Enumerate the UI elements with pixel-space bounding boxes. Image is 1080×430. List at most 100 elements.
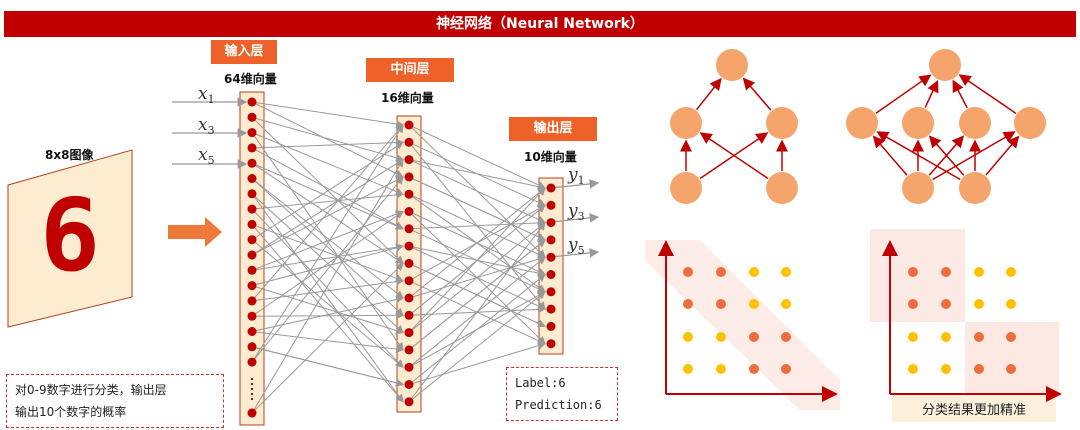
scatter-point [716, 364, 726, 374]
edge [251, 295, 404, 332]
scatter-point [1006, 364, 1016, 374]
edge [251, 193, 404, 334]
caption: 分类结果更加精准 [922, 403, 1026, 418]
output-y1: y1 [567, 165, 585, 187]
input-x1: x1 [198, 84, 215, 106]
edge [251, 158, 404, 414]
edge [408, 187, 546, 333]
input-node [247, 189, 257, 199]
scatter-point [716, 299, 726, 309]
scatter-point [974, 299, 984, 309]
output-node [546, 304, 556, 314]
edge [251, 141, 404, 241]
scatter-point [941, 267, 951, 277]
scatter-point [941, 332, 951, 342]
input-layer-tag: 输入层 [211, 40, 277, 64]
graph-node [716, 49, 748, 81]
input-node [247, 128, 257, 138]
image-label: 8x8图像 [45, 148, 94, 162]
edge [408, 176, 546, 241]
scatter-point [781, 364, 791, 374]
graph-edge [699, 132, 769, 180]
scatter-point [908, 299, 918, 309]
input-node [247, 174, 257, 183]
graph-edge [985, 135, 1020, 176]
input-x5: x5 [198, 145, 215, 167]
input-node [247, 97, 257, 107]
graph-edge [695, 77, 722, 111]
input-node [247, 158, 257, 168]
hidden-node [404, 397, 414, 407]
edge [408, 159, 546, 191]
edge [251, 132, 404, 196]
input-node [247, 296, 257, 306]
output-node [546, 252, 556, 262]
output-node [546, 287, 556, 297]
title-banner: 神经网络（Neural Network） [4, 11, 1076, 37]
edge [408, 159, 546, 224]
hidden-node [404, 224, 414, 234]
note-line1: 对0-9数字进行分类，输出层 [15, 383, 167, 397]
scatter-point [749, 364, 759, 374]
edge [408, 218, 546, 230]
scatter-point [781, 267, 791, 277]
scatter-point [908, 332, 918, 342]
edge [251, 147, 404, 230]
graph-node [902, 172, 934, 204]
edge [251, 162, 404, 230]
edge [251, 244, 404, 287]
edge [251, 210, 404, 271]
note-line2: 输出10个数字的概率 [15, 405, 127, 419]
edge [408, 273, 546, 385]
hidden-node [404, 293, 414, 303]
graph-node [902, 107, 934, 139]
output-node [546, 339, 556, 349]
input-node [247, 357, 257, 367]
graph-edge [924, 79, 939, 108]
scatter-point [908, 267, 918, 277]
scatter-point [1006, 299, 1016, 309]
edge [408, 239, 546, 351]
edge [408, 187, 546, 299]
input-node [247, 281, 257, 291]
image-panel [7, 149, 133, 328]
hidden-node [404, 345, 414, 355]
diagonal-region [645, 240, 840, 410]
input-dim: 64维向量 [224, 72, 277, 86]
input-node [247, 112, 257, 122]
edge [251, 223, 404, 283]
edge [251, 176, 404, 363]
input-node [247, 204, 257, 214]
scatter-point [716, 267, 726, 277]
edge [408, 221, 546, 403]
result-box: Label:6 Prediction:6 [506, 367, 618, 421]
graph-edge [875, 74, 932, 114]
output-layer-tag: 输出层 [509, 117, 597, 141]
edge [251, 210, 404, 317]
region-top-left [870, 229, 965, 322]
digit-six: 6 [40, 177, 100, 294]
output-dim: 10维向量 [524, 150, 577, 164]
input-node [247, 219, 257, 229]
graph-node [766, 107, 798, 139]
scatter-point [749, 332, 759, 342]
classification-note: 对0-9数字进行分类，输出层 输出10个数字的概率 [6, 374, 224, 428]
input-node [247, 235, 257, 245]
input-node [247, 265, 257, 275]
graph-edge [876, 131, 961, 181]
hidden-node [404, 189, 414, 199]
prediction-text: Prediction:6 [515, 398, 602, 412]
edge [251, 138, 404, 149]
scatter-point [941, 299, 951, 309]
output-arrow [550, 213, 600, 223]
label-text: Label:6 [515, 376, 566, 390]
edge [251, 124, 404, 302]
hidden-node [404, 310, 414, 320]
output-node [546, 270, 556, 279]
scatter-point [974, 332, 984, 342]
hidden-node [404, 241, 414, 251]
graph-node [670, 107, 702, 139]
output-node [546, 200, 556, 210]
